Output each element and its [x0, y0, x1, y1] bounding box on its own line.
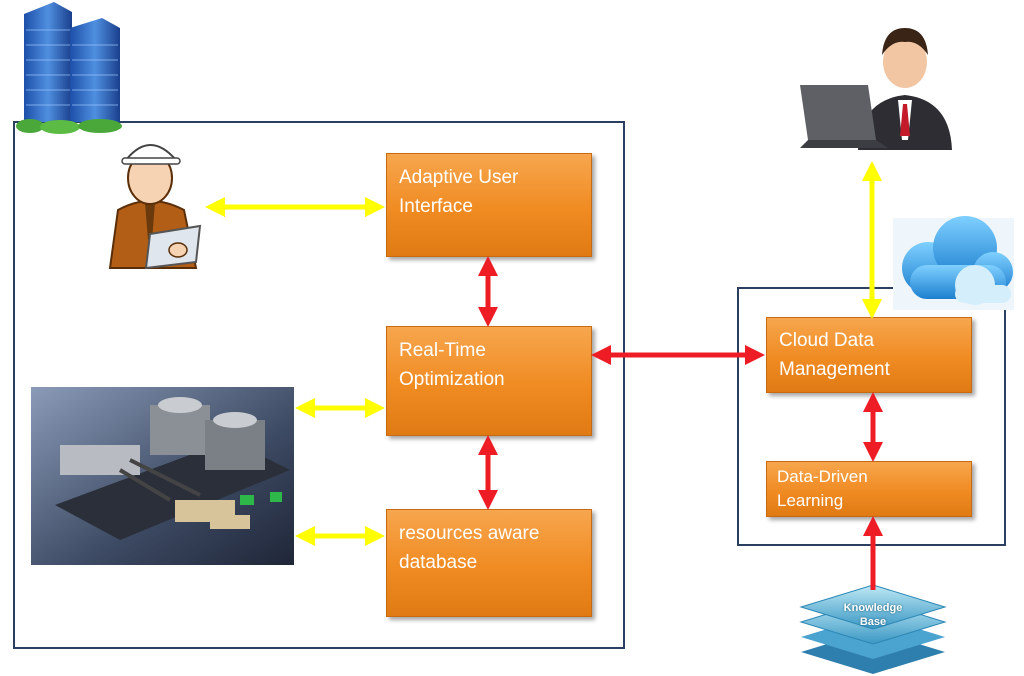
data-driven-learning-box: Data-Driven Learning	[766, 461, 972, 517]
building-system-frame	[13, 121, 625, 649]
adaptive-ui-line1: Adaptive User	[399, 167, 519, 188]
data-driven-line2: Learning	[777, 491, 844, 510]
knowledge-base-line1: Knowledge	[843, 602, 903, 614]
realtime-optimization-line1: Real-Time	[399, 340, 486, 361]
adaptive-ui-line2: Interface	[399, 196, 473, 217]
office-buildings-icon	[16, 2, 122, 134]
engineer-with-clipboard-icon	[108, 144, 202, 270]
adaptive-ui-box: Adaptive User Interface	[386, 153, 592, 257]
knowledge-base-stack-icon	[799, 584, 947, 674]
yellow-arrows	[204, 160, 882, 546]
resources-database-line2: database	[399, 552, 478, 573]
data-driven-line1: Data-Driven	[777, 467, 868, 486]
knowledge-base-label: Knowledge Base	[828, 601, 918, 629]
hvac-plant-machinery-image	[31, 387, 294, 565]
resources-database-line1: resources aware	[399, 523, 540, 544]
businessman-laptop-icon	[800, 28, 952, 150]
cloud-icon	[893, 216, 1014, 310]
cloud-data-line1: Cloud Data	[779, 330, 875, 351]
knowledge-base-line2: Base	[859, 616, 887, 628]
realtime-optimization-line2: Optimization	[399, 369, 505, 390]
cloud-data-line2: Management	[779, 359, 890, 380]
resources-database-box: resources aware database	[386, 509, 592, 617]
red-arrows	[478, 255, 883, 590]
